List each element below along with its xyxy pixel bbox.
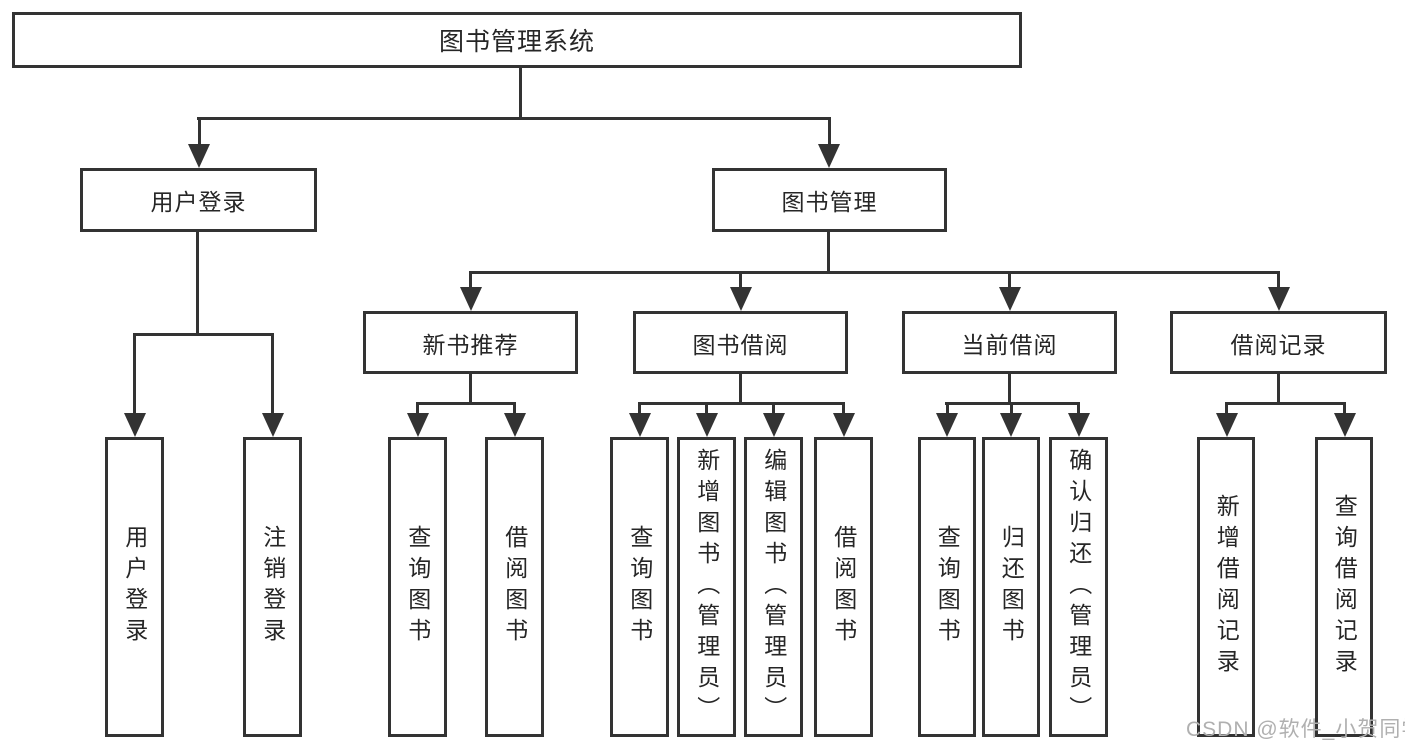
connector-line	[271, 336, 274, 414]
connector-line	[946, 405, 949, 415]
node-book-management: 图书管理	[712, 168, 947, 232]
leaf-query-books-recommend: 查询图书	[388, 437, 447, 737]
leaf-borrow-books: 借阅图书	[814, 437, 873, 737]
arrow-down-icon	[1334, 413, 1356, 437]
connector-line	[1010, 405, 1013, 415]
connector-line	[469, 271, 1280, 274]
connector-line	[519, 68, 522, 118]
connector-line	[416, 405, 419, 415]
connector-line	[705, 405, 708, 415]
connector-line	[842, 405, 845, 415]
arrow-down-icon	[818, 144, 840, 168]
connector-line	[772, 405, 775, 415]
arrow-down-icon	[124, 413, 146, 437]
arrow-down-icon	[504, 413, 526, 437]
connector-line	[828, 120, 831, 146]
arrow-down-icon	[460, 287, 482, 311]
connector-line	[1277, 274, 1280, 290]
connector-line	[1277, 374, 1280, 405]
connector-line	[1008, 274, 1011, 290]
connector-line	[1077, 405, 1080, 415]
leaf-logout: 注销登录	[243, 437, 302, 737]
connector-line	[1225, 402, 1346, 405]
connector-line	[1343, 405, 1346, 415]
leaf-query-books-current: 查询图书	[918, 437, 976, 737]
node-borrowing-records: 借阅记录	[1170, 311, 1387, 374]
connector-line	[133, 336, 136, 414]
arrow-down-icon	[629, 413, 651, 437]
leaf-add-books-admin: 新增图书（管理员）	[677, 437, 736, 737]
leaf-confirm-return-admin: 确认归还（管理员）	[1049, 437, 1108, 737]
connector-line	[469, 274, 472, 290]
node-user-login: 用户登录	[80, 168, 317, 232]
arrow-down-icon	[1068, 413, 1090, 437]
node-new-book-recommend: 新书推荐	[363, 311, 578, 374]
leaf-query-books-borrowing: 查询图书	[610, 437, 669, 737]
arrow-down-icon	[1000, 413, 1022, 437]
arrow-down-icon	[407, 413, 429, 437]
arrow-down-icon	[262, 413, 284, 437]
connector-line	[198, 120, 201, 146]
arrow-down-icon	[1216, 413, 1238, 437]
connector-line	[1225, 405, 1228, 415]
connector-line	[513, 405, 516, 415]
connector-line	[945, 402, 1080, 405]
arrow-down-icon	[696, 413, 718, 437]
arrow-down-icon	[730, 287, 752, 311]
node-book-borrowing: 图书借阅	[633, 311, 848, 374]
leaf-user-login: 用户登录	[105, 437, 164, 737]
arrow-down-icon	[763, 413, 785, 437]
leaf-borrow-books-recommend: 借阅图书	[485, 437, 544, 737]
node-library-system: 图书管理系统	[12, 12, 1022, 68]
connector-line	[416, 402, 516, 405]
arrow-down-icon	[936, 413, 958, 437]
arrow-down-icon	[833, 413, 855, 437]
arrow-down-icon	[188, 144, 210, 168]
leaf-return-books: 归还图书	[982, 437, 1040, 737]
connector-line	[133, 333, 274, 336]
connector-line	[739, 274, 742, 290]
connector-line	[827, 232, 830, 274]
connector-line	[638, 405, 641, 415]
csdn-watermark: CSDN @软件_小贺同学	[1186, 718, 1405, 741]
node-current-borrowing: 当前借阅	[902, 311, 1117, 374]
connector-line	[469, 374, 472, 405]
connector-line	[1008, 374, 1011, 405]
connector-line	[638, 402, 845, 405]
arrow-down-icon	[999, 287, 1021, 311]
connector-line	[197, 117, 831, 120]
connector-line	[196, 232, 199, 336]
arrow-down-icon	[1268, 287, 1290, 311]
leaf-query-borrow-record: 查询借阅记录	[1315, 437, 1373, 737]
leaf-add-borrow-record: 新增借阅记录	[1197, 437, 1255, 737]
connector-line	[739, 374, 742, 405]
leaf-edit-books-admin: 编辑图书（管理员）	[744, 437, 803, 737]
